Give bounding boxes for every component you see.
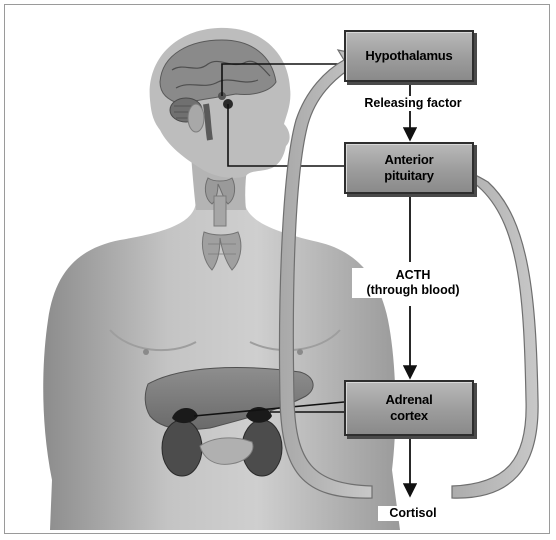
cortisol-label: Cortisol [378, 506, 448, 521]
releasing-factor-label: Releasing factor [352, 96, 474, 111]
hypothalamus-box: Hypothalamus [344, 30, 474, 82]
anterior-pituitary-label: Anterior pituitary [384, 152, 433, 184]
anterior-pituitary-box: Anterior pituitary [344, 142, 474, 194]
left-kidney [162, 420, 202, 476]
adrenal-cortex-label: Adrenal cortex [385, 392, 432, 424]
adrenal-cortex-box: Adrenal cortex [344, 380, 474, 436]
feedback-arrow-to-pituitary [440, 160, 538, 498]
acth-label: ACTH (through blood) [352, 268, 474, 298]
hypothalamus-label: Hypothalamus [365, 48, 452, 64]
torso-silhouette [43, 200, 400, 530]
